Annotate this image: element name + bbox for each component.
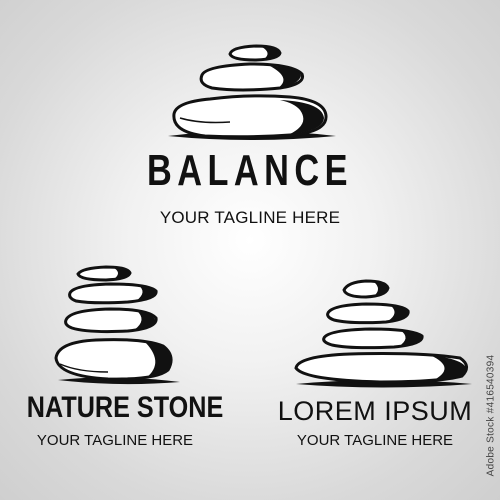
logo-tagline-nature-stone: YOUR TAGLINE HERE	[36, 432, 194, 449]
logo-tagline-balance: YOUR TAGLINE HERE	[159, 208, 341, 227]
watermark-brand: Adobe Stock	[485, 416, 497, 477]
logo-nature-stone: NATURE STONE YOUR TAGLINE HERE	[10, 260, 224, 460]
logo-title-nature-stone: NATURE STONE	[26, 391, 224, 424]
logo-title-balance: BALANCE	[146, 146, 353, 195]
stone-stack-icon	[294, 279, 472, 388]
logo-balance: BALANCE YOUR TAGLINE HERE	[0, 0, 500, 240]
logo-lorem-ipsum: LOREM IPSUM YOUR TAGLINE HERE	[250, 270, 500, 460]
stock-id-label: Adobe Stock #416540394	[486, 355, 497, 477]
watermark-id: #416540394	[485, 354, 497, 414]
logo-tagline-lorem-ipsum: YOUR TAGLINE HERE	[296, 432, 454, 449]
stone-stack-icon	[168, 44, 336, 140]
stone-stack-icon	[54, 265, 180, 385]
logo-title-lorem-ipsum: LOREM IPSUM	[277, 396, 473, 426]
